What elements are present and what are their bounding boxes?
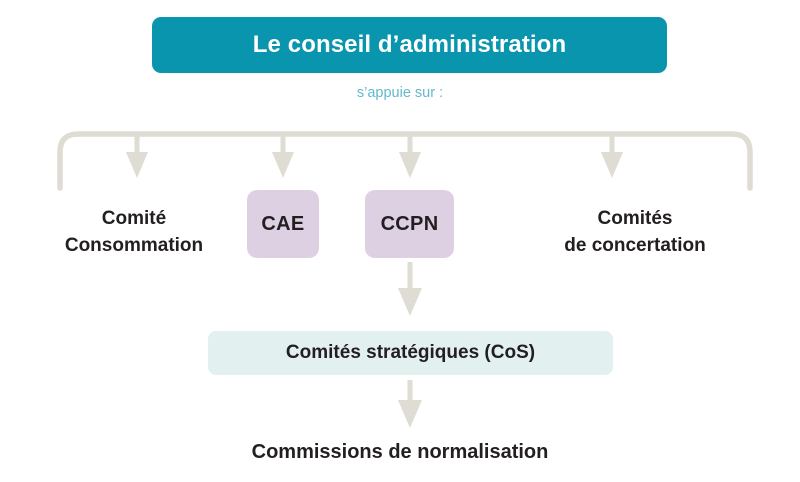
connector-note: s’appuie sur : (356, 85, 444, 101)
node-comite-consommation: Comité Consommation (30, 206, 238, 260)
node-cae-label: CAE (261, 212, 305, 235)
title-box[interactable]: Le conseil d’administration (152, 17, 667, 73)
arrow-ccpn-to-cos (398, 262, 422, 316)
bracket-arrow-1 (126, 134, 148, 178)
node-label-line1: Comités (597, 208, 673, 229)
node-cae[interactable]: CAE (247, 190, 319, 258)
node-comites-concertation: Comités de concertation (520, 206, 750, 260)
node-commissions-normalisation: Commissions de normalisation (251, 441, 549, 463)
node-ccpn[interactable]: CCPN (365, 190, 454, 258)
page-title: Le conseil d’administration (252, 31, 567, 58)
node-label-line1: Comité (101, 208, 167, 229)
arrow-cos-to-commissions (398, 380, 422, 428)
bracket-path (57, 131, 753, 191)
bracket-arrow-2 (272, 134, 294, 178)
bracket-arrow-3 (399, 134, 421, 178)
node-label-line2: Consommation (64, 234, 204, 256)
node-comites-strategiques[interactable]: Comités stratégiques (CoS) (208, 331, 613, 375)
node-cos-label: Comités stratégiques (CoS) (285, 342, 536, 363)
node-ccpn-label: CCPN (380, 212, 439, 235)
node-label-line2: de concertation (564, 234, 706, 256)
bracket-arrow-4 (601, 134, 623, 178)
